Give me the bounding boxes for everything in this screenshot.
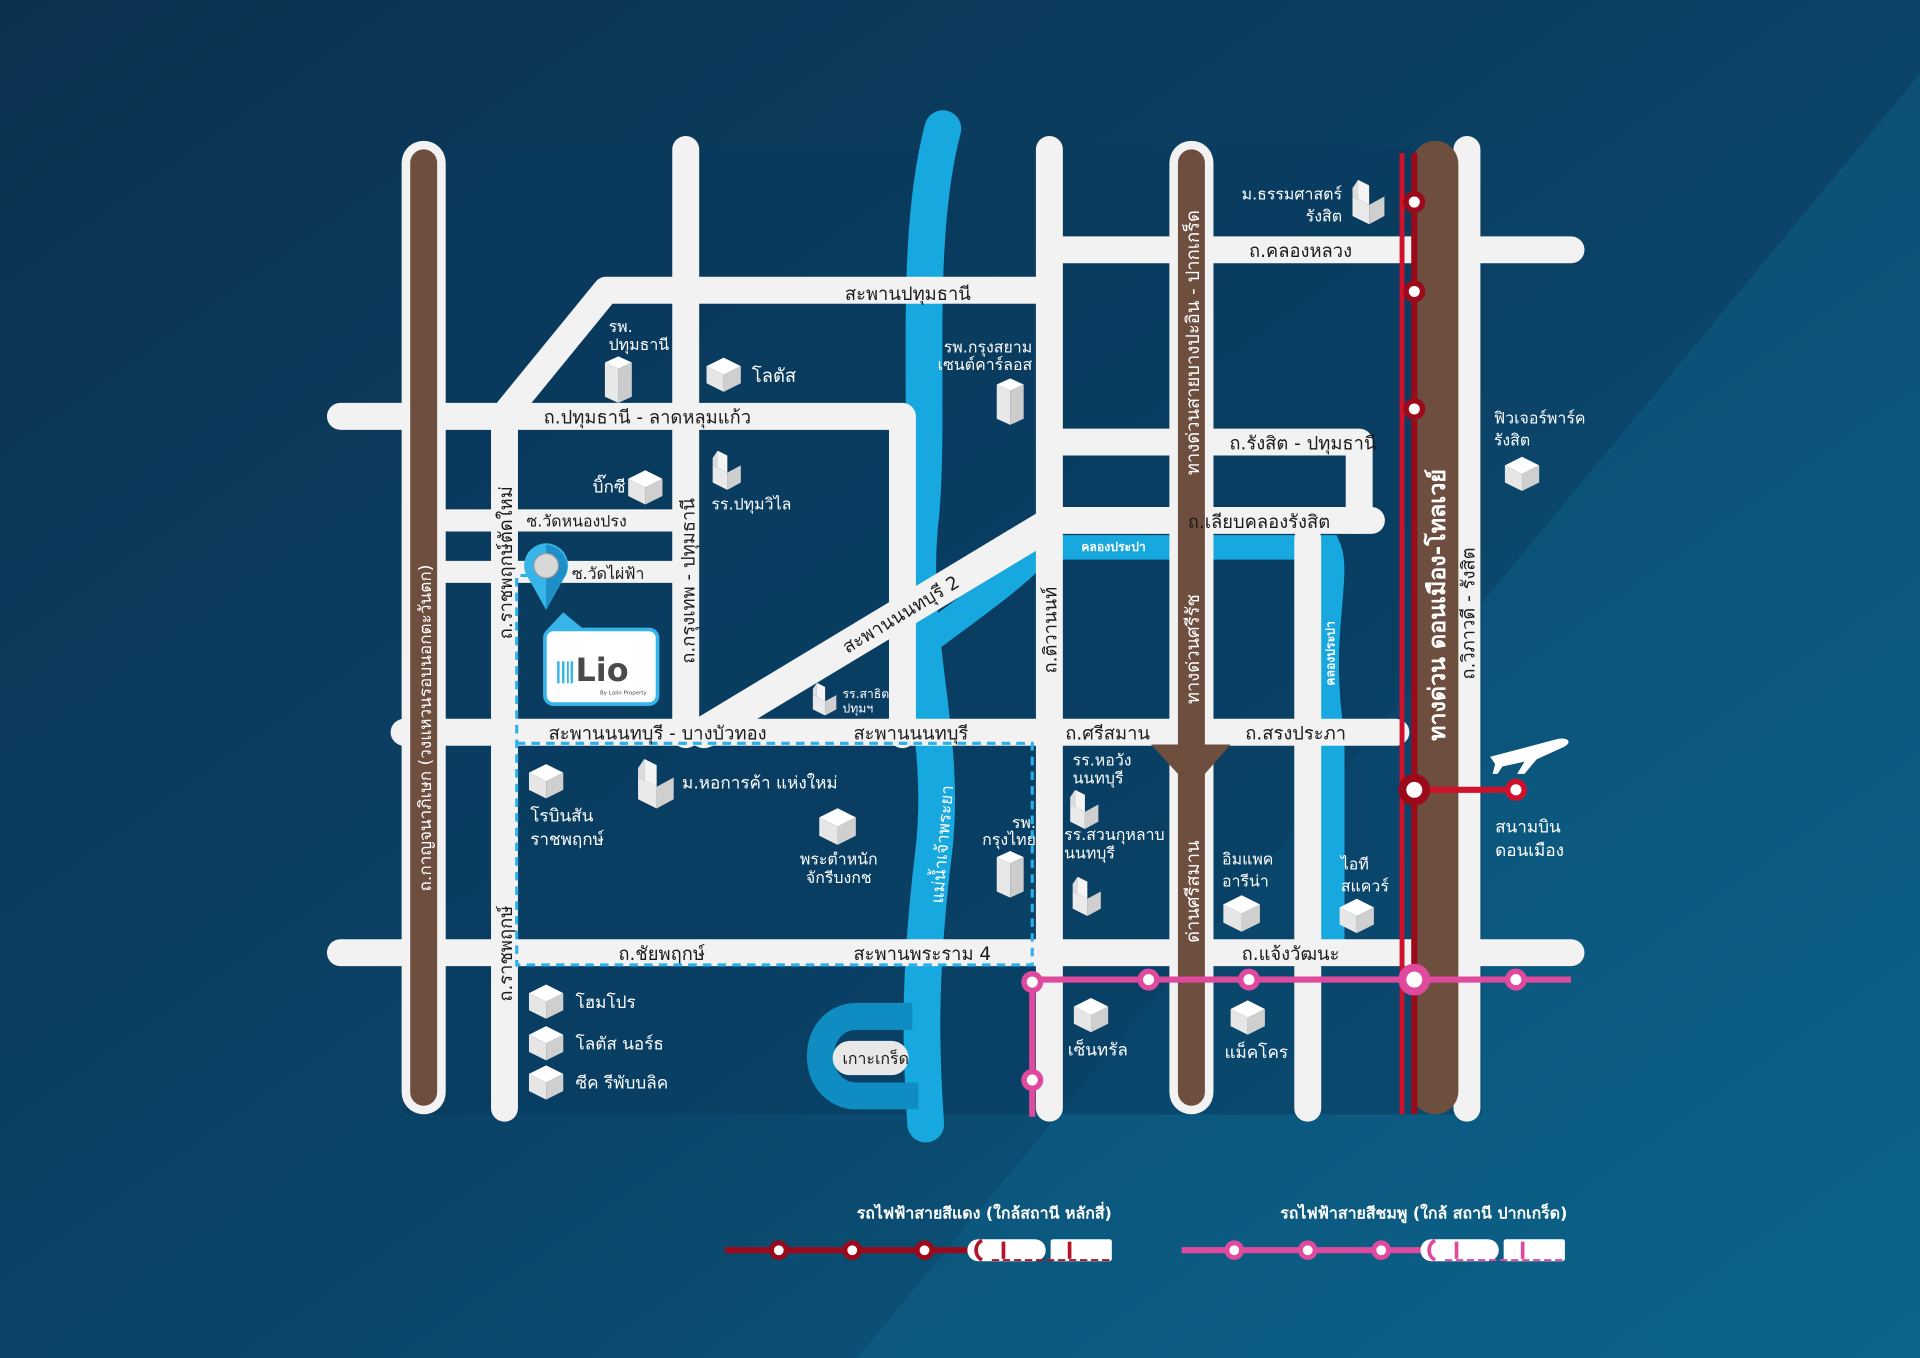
ko-kret-island xyxy=(832,1040,909,1076)
road-label-khlong-luang: ถ.คลองหลวง xyxy=(1249,241,1352,262)
legend-station-icon xyxy=(914,1240,935,1261)
canal-label-khlong-prapa: คลองประปา xyxy=(1081,540,1146,554)
legend-station-icon xyxy=(768,1240,789,1261)
legend-red-line-label: รถไฟฟ้าสายสีแดง (ใกล้สถานี หลักสี่) xyxy=(857,1201,1112,1222)
place-central: เซ็นทรัล xyxy=(1068,1039,1128,1061)
place-it-square: ไอทีสแควร์ xyxy=(1339,854,1390,895)
place-seacon: ซีค รีพับบลิค xyxy=(576,1074,669,1094)
island-label-ko-kret: เกาะเกร็ด xyxy=(842,1048,908,1068)
airport-station xyxy=(1504,778,1527,801)
ko-kret-loop xyxy=(806,1002,919,1110)
road-label-songprapa: ถ.สรงประภา xyxy=(1245,724,1346,745)
pink-line-station-interchange xyxy=(1398,963,1431,996)
road-label-expressway-sirat: ทางด่วนศรีรัช xyxy=(1183,594,1204,704)
place-horwang-school: รร.หอวังนนทบุรี xyxy=(1073,750,1132,788)
road-label-nonthaburi-bangbuathong: สะพานนนทบุรี - บางบัวทอง xyxy=(549,724,767,746)
place-thammasat: ม.ธรรมศาสตร์รังสิต xyxy=(1242,185,1343,226)
legend-station-icon xyxy=(1371,1240,1392,1261)
canal-label-khlong-prapa-vertical: คลองประปา xyxy=(1324,621,1338,686)
red-line-station xyxy=(1403,191,1426,214)
hospital-building-icon xyxy=(604,356,632,403)
red-line-station xyxy=(1403,397,1426,421)
road-network xyxy=(326,135,1585,1122)
place-robinson: โรบินสันราชพฤกษ์ xyxy=(530,806,604,850)
project-zone-boundary xyxy=(515,574,1034,967)
road-label-expressway-bangpain: ทางด่วนสายบางปะอิน - ปากเกร็ด xyxy=(1181,210,1204,475)
project-logo-card[interactable]: Lio By Lalin Property xyxy=(543,612,660,706)
road-label-pathum-latlumkaew: ถ.ปทุมธานี - ลาดหลุมแก้ว xyxy=(544,408,751,430)
road-label-rangsit-pathum: ถ.รังสิต - ปทุมธานี xyxy=(1229,433,1377,455)
legend: รถไฟฟ้าสายสีแดง (ใกล้สถานี หลักสี่) รถไฟ… xyxy=(724,1201,1567,1262)
project-logo-text: Lio xyxy=(576,651,629,689)
place-satit-school: รร.สาธิตปทุมฯ xyxy=(842,687,889,717)
place-pathum-hospital: รพ.ปทุมธานี xyxy=(609,317,670,355)
hospital-building-icon xyxy=(996,378,1024,425)
place-homepro: โฮมโปร xyxy=(576,992,636,1013)
road-label-rama4-bridge: สะพานพระราม 4 xyxy=(853,944,991,965)
place-krungsiam-hospital: รพ.กรุงสยามเซนต์คาร์ลอส xyxy=(938,338,1033,374)
airplane-icon xyxy=(1490,738,1569,774)
legend-station-icon xyxy=(1224,1240,1245,1261)
place-palace: พระตำหนักจักรีบงกช xyxy=(800,850,878,887)
legend-station-icon xyxy=(842,1240,863,1261)
road-label-nonthaburi-bridge: สะพานนนทบุรี xyxy=(853,724,968,746)
legend-station-icon xyxy=(1297,1240,1318,1261)
pink-line-station xyxy=(1021,971,1044,994)
road-label-dan-srisaman: ด่านศรีสมาน xyxy=(1183,840,1204,943)
road-label-wat-phaifa: ซ.วัดไผ่ฟ้า xyxy=(572,564,645,583)
place-makro: แม็คโคร xyxy=(1224,1041,1288,1063)
road-label-vibhavadi: ถ.วิภาวดี - รังสิต xyxy=(1458,547,1479,679)
red-line-station-interchange xyxy=(1398,773,1431,806)
road-label-ratchaphruek-new: ถ.ราชพฤกษ์ตัดใหม่ xyxy=(495,486,517,639)
place-krungthai-hospital: รพ.กรุงไทย xyxy=(982,813,1036,850)
place-impact: อิมแพคอารีน่า xyxy=(1222,850,1273,891)
place-lotus: โลตัส xyxy=(752,365,796,387)
pink-line-station xyxy=(1504,968,1527,991)
pink-line-station xyxy=(1137,968,1160,991)
road-label-krungthep-pathum: ถ.กรุงเทพ - ปทุมธานี xyxy=(678,498,700,664)
train-icon xyxy=(1420,1238,1565,1262)
place-airport: สนามบินดอนเมือง xyxy=(1495,818,1564,861)
place-lotus-north: โลตัส นอร์ธ xyxy=(576,1033,664,1054)
road-label-liap-khlong: ถ.เลียบคลองรังสิต xyxy=(1188,512,1330,533)
pink-line-station xyxy=(1021,1069,1044,1092)
road-label-chaiyaphruek: ถ.ชัยพฤกษ์ xyxy=(618,943,705,965)
road-label-ratchaphruek: ถ.ราชพฤกษ์ xyxy=(495,905,517,1001)
road-label-kanchanaphisek: ถ.กาญจนาภิเษก (วงแหวนรอบนอกตะวันตก) xyxy=(416,565,436,892)
road-label-pathumthani-bridge: สะพานปทุมธานี xyxy=(845,284,971,306)
project-logo-tagline: By Lalin Property xyxy=(600,690,648,696)
place-labels: รพ.ปทุมธานี โลตัส รพ.กรุงสยามเซนต์คาร์ลอ… xyxy=(530,185,1585,1094)
chao-phraya-river xyxy=(899,110,962,1143)
road-label-wat-nongprong: ซ.วัดหนองปรง xyxy=(527,512,627,531)
pink-line-station xyxy=(1237,968,1260,991)
hospital-building-icon xyxy=(996,851,1024,898)
road-label-chaengwattana: ถ.แจ้งวัฒนะ xyxy=(1242,944,1340,965)
train-icon xyxy=(967,1238,1112,1262)
red-line-rail xyxy=(1399,153,1516,1115)
project-location-pin[interactable] xyxy=(524,543,569,610)
red-line-station xyxy=(1403,280,1426,303)
place-utcc: ม.หอการค้า แห่งใหม่ xyxy=(682,773,838,794)
place-suankularb-school: รร.สวนกุหลาบนนทบุรี xyxy=(1064,825,1165,863)
road-label-tiwanon: ถ.ติวานนท์ xyxy=(1040,587,1062,674)
road-label-srisaman: ถ.ศรีสมาน xyxy=(1065,724,1150,745)
place-bigc: บิ๊กซี xyxy=(593,473,626,497)
road-label-tollway: ทางด่วน ดอนเมือง-โทลเวย์ xyxy=(1423,469,1451,741)
legend-pink-line-label: รถไฟฟ้าสายสีชมพู (ใกล้ สถานี ปากเกร็ด) xyxy=(1280,1201,1567,1224)
place-future-park: ฟิวเจอร์พาร์ครังสิต xyxy=(1494,409,1586,450)
pink-line-rail xyxy=(1029,976,1572,1117)
place-pathumwilai-school: รร.ปทุมวิไล xyxy=(711,494,791,514)
expressways xyxy=(401,140,1459,1115)
khlong-prapa-canal xyxy=(1053,535,1345,953)
barcode-icon xyxy=(557,661,574,684)
